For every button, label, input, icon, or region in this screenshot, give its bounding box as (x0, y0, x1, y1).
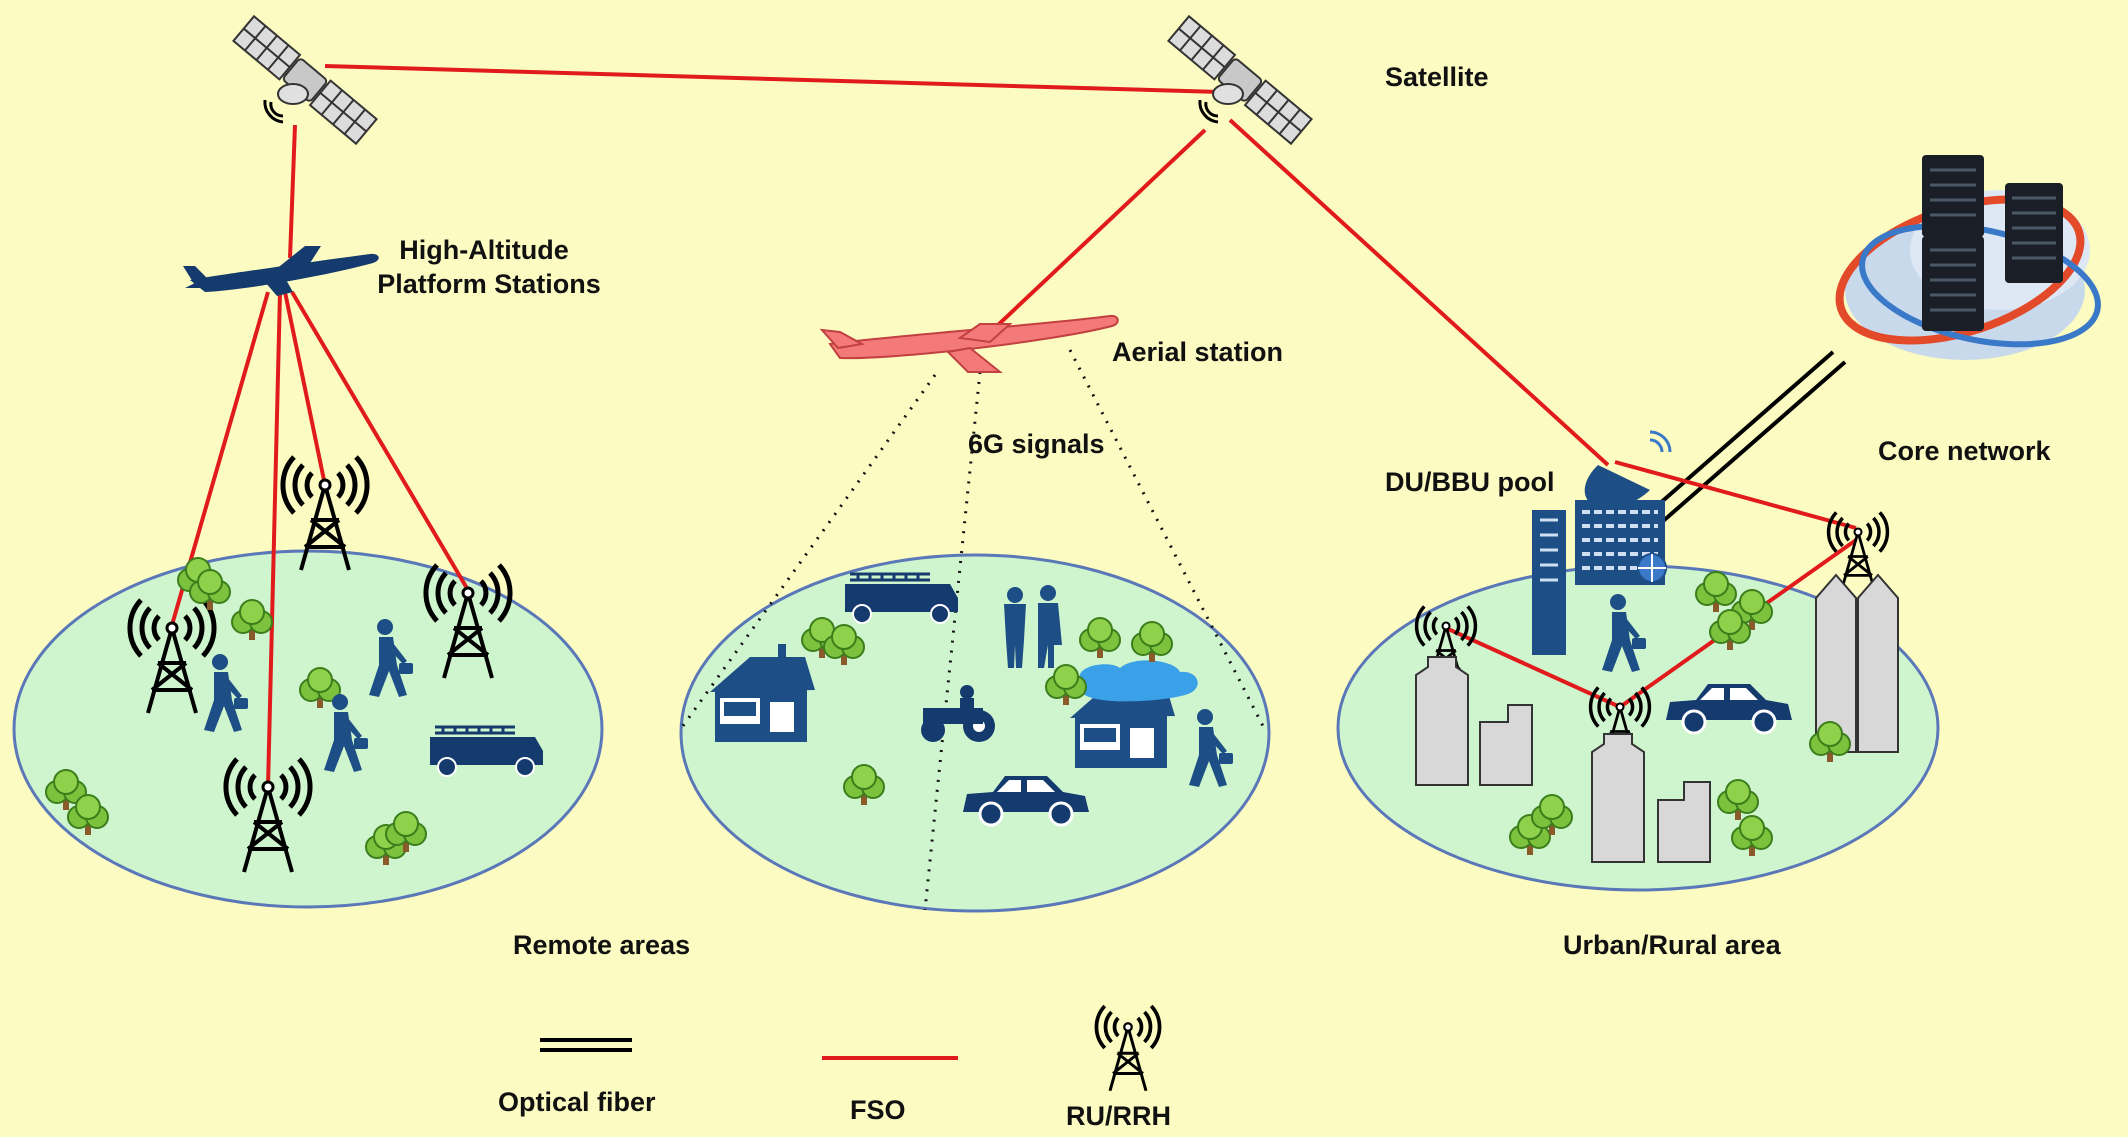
urban-rural-area-label: Urban/Rural area (1563, 930, 1781, 960)
core-network-icon (1835, 155, 2101, 360)
building-twin-icon (1815, 573, 1899, 753)
lake-icon (1073, 660, 1198, 702)
building-icon (1591, 733, 1645, 863)
core-network-label: Core network (1878, 436, 2051, 466)
6g-signals-label: 6G signals (968, 429, 1105, 459)
satellite-label: Satellite (1385, 62, 1489, 92)
aerial-station-label: Aerial station (1112, 337, 1284, 367)
remote-areas-label: Remote areas (513, 930, 691, 960)
remote-area-ellipse (12, 549, 604, 909)
legend-optical-fiber-symbol (540, 1038, 632, 1052)
building-icon (1479, 704, 1533, 786)
haps-airplane-icon (183, 246, 379, 296)
tractor-icon (921, 685, 995, 742)
legend-ru-rrh-label: RU/RRH (1066, 1101, 1171, 1131)
satellite-right-icon (1166, 14, 1314, 146)
legend-fso-label: FSO (850, 1095, 906, 1125)
aerial-station-airplane-icon (819, 314, 1119, 373)
building-icon (1657, 781, 1711, 863)
business-people-icon (1004, 585, 1062, 668)
6g-signal-beams (678, 349, 1267, 911)
haps-label-line2: Platform Stations (377, 269, 601, 299)
du-bbu-pool-icon (1532, 430, 1672, 655)
fso-links (170, 64, 1858, 788)
satellite-left-icon (231, 14, 379, 146)
building-icon (1415, 656, 1469, 786)
du-bbu-pool-label: DU/BBU pool (1385, 467, 1555, 497)
legend-optical-fiber-label: Optical fiber (498, 1087, 656, 1117)
optical-fiber-link (1648, 350, 1847, 524)
haps-label-line1: High-Altitude (399, 235, 569, 265)
legend-ru-rrh-tower-icon (1094, 1004, 1162, 1093)
